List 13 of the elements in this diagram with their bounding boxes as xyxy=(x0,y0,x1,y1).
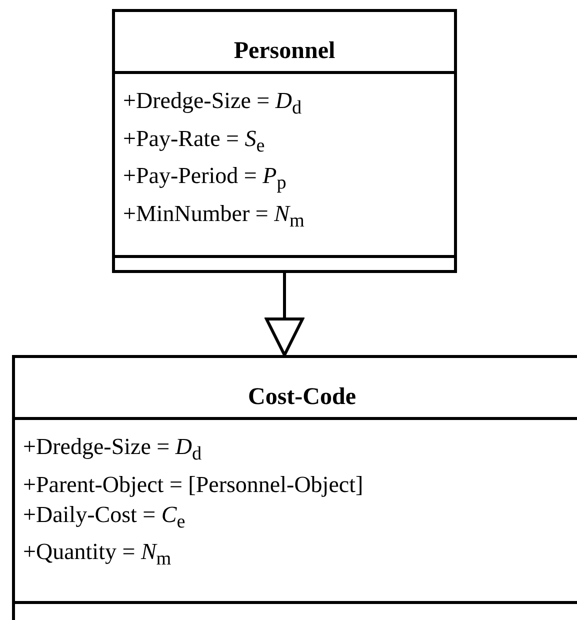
attribute-text: +Parent-Object = [Personnel-Object] xyxy=(23,470,364,499)
attribute-text: +Pay-Period = P$_{p}$ xyxy=(123,162,286,196)
class-box xyxy=(112,9,457,273)
attribute-text: +MinNumber = N$_{m}$ xyxy=(123,200,304,234)
attribute-text: +Quantity = N$_{m}$ xyxy=(23,538,172,572)
attribute-text: +Dredge-Size = D$_{d}$ xyxy=(23,433,202,467)
class-name: Personnel xyxy=(234,38,336,65)
inheritance-arrow xyxy=(265,273,304,356)
attribute-text: +Daily-Cost = C$_{e}$ xyxy=(23,500,186,534)
attribute-text: +Pay-Rate = S$_{e}$ xyxy=(123,124,265,158)
attribute-text: +Dredge-Size = D$_{d}$ xyxy=(123,87,302,121)
class-box xyxy=(12,355,577,620)
class-name: Cost-Code xyxy=(248,384,356,411)
